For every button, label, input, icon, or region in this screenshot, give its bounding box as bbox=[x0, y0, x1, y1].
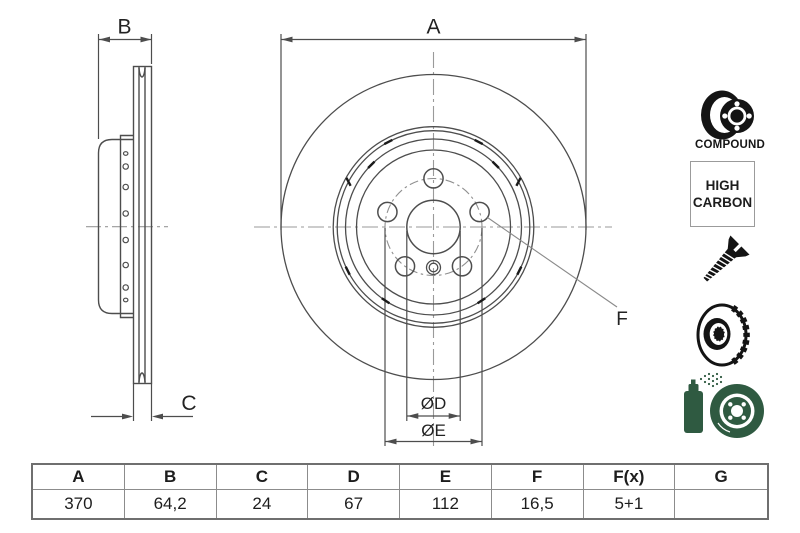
dimension-a bbox=[280, 34, 587, 230]
arrowhead bbox=[140, 36, 152, 43]
center-bore-circle bbox=[406, 199, 461, 255]
side-view bbox=[86, 34, 193, 421]
arrowhead bbox=[385, 438, 397, 445]
table-value-cell: 16,5 bbox=[492, 490, 584, 518]
label-a: A bbox=[426, 16, 440, 39]
arrowhead bbox=[281, 36, 293, 43]
dimension-b bbox=[97, 34, 153, 139]
vent-marks bbox=[344, 138, 523, 305]
table-header-cell: F(x) bbox=[583, 465, 676, 490]
table-value-cell: 5+1 bbox=[584, 490, 676, 518]
table-value-cell bbox=[675, 490, 767, 518]
table-header-cell: C bbox=[216, 465, 309, 490]
label-f: F bbox=[616, 309, 628, 330]
arrowhead bbox=[152, 413, 163, 420]
arrowhead bbox=[574, 36, 586, 43]
label-diameter-d: ØD bbox=[421, 394, 447, 413]
compound-label: COMPOUND bbox=[695, 139, 765, 151]
leader-line-f bbox=[487, 217, 618, 308]
flange-holes bbox=[122, 151, 130, 303]
label-b: B bbox=[117, 16, 131, 39]
compound-disc-icon bbox=[701, 90, 754, 140]
locating-pin-hole bbox=[425, 259, 442, 276]
label-c: C bbox=[181, 392, 196, 415]
technical-drawing: A B C F ØD ØE bbox=[86, 16, 628, 450]
spray-dots bbox=[699, 372, 723, 388]
disc-hat-profile bbox=[97, 134, 134, 319]
table-header-cell: A bbox=[33, 465, 125, 490]
arrowhead bbox=[407, 413, 419, 419]
high-carbon-badge: HIGH CARBON bbox=[690, 161, 755, 227]
table-value-cell: 67 bbox=[308, 490, 400, 518]
label-diameter-e: ØE bbox=[421, 421, 446, 440]
table-value-cell: 24 bbox=[217, 490, 309, 518]
arrowhead bbox=[448, 413, 460, 419]
table-header-cell: D bbox=[308, 465, 400, 490]
arrowhead bbox=[99, 36, 110, 43]
countersunk-screw-icon bbox=[703, 235, 750, 282]
disc-side-profile bbox=[132, 65, 153, 385]
vent-slot-bottom bbox=[138, 372, 146, 383]
table-value-cell: 64,2 bbox=[125, 490, 217, 518]
table-header-cell: G bbox=[675, 465, 767, 490]
vented-disc-icon bbox=[696, 303, 750, 367]
vent-slot-top bbox=[138, 67, 146, 78]
front-view bbox=[254, 34, 618, 450]
arrowhead bbox=[470, 438, 482, 445]
table-header-cell: B bbox=[124, 465, 217, 490]
bolt-holes bbox=[377, 168, 490, 277]
high-carbon-line1: HIGH bbox=[705, 178, 740, 193]
table-header-cell: E bbox=[400, 465, 492, 490]
table-header-cell: F bbox=[491, 465, 584, 490]
bolt-circle bbox=[384, 177, 483, 277]
coated-disc-spray-icon bbox=[684, 372, 764, 438]
high-carbon-line2: CARBON bbox=[692, 195, 753, 210]
dimension-e bbox=[385, 438, 482, 445]
table-value-cell: 370 bbox=[33, 490, 125, 518]
arrowhead bbox=[122, 413, 133, 420]
dimension-d bbox=[407, 413, 460, 419]
table-value-cell: 112 bbox=[400, 490, 492, 518]
dimensions-table: A B C D E F F(x) G 370 64,2 24 67 112 16… bbox=[31, 463, 769, 520]
dimension-c bbox=[91, 383, 193, 421]
